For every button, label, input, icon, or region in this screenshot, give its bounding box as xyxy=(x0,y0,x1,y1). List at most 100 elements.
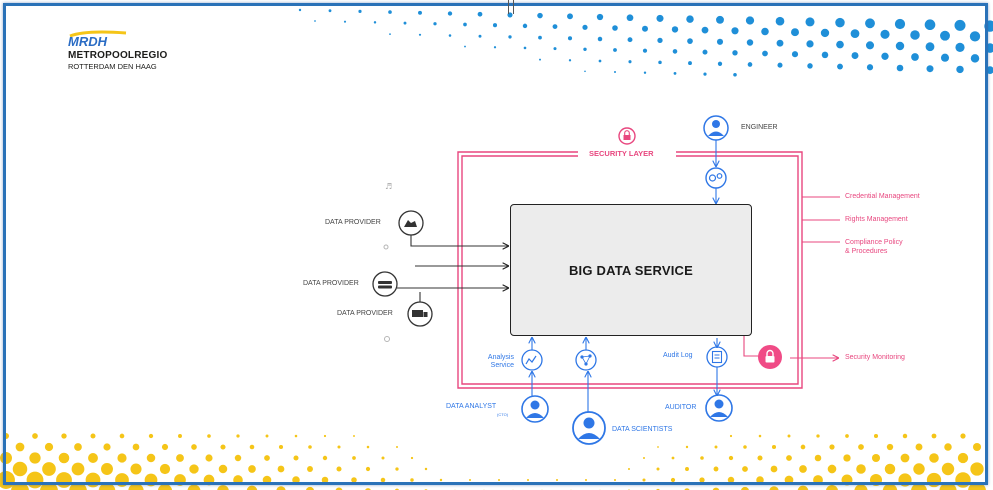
dot xyxy=(741,486,749,490)
gears-icon xyxy=(705,167,727,189)
dot xyxy=(642,456,646,460)
dot xyxy=(816,434,820,438)
mrdh-logo: MRDH xyxy=(68,30,127,48)
dot xyxy=(716,38,724,45)
dot xyxy=(880,29,890,39)
dot xyxy=(820,28,830,38)
dot xyxy=(555,478,559,482)
data-analyst-label: DATA ANALYST xyxy=(446,403,497,410)
dot xyxy=(915,443,923,451)
dot xyxy=(308,445,312,449)
dot xyxy=(799,465,807,473)
dot xyxy=(728,455,734,461)
dot xyxy=(205,454,213,462)
dot xyxy=(628,60,632,64)
dot xyxy=(464,45,466,48)
dot xyxy=(294,434,298,438)
dot xyxy=(159,463,171,475)
dot xyxy=(61,433,67,439)
dot xyxy=(733,73,737,77)
dot xyxy=(731,27,739,35)
dot xyxy=(658,60,662,65)
dot xyxy=(865,18,875,29)
dot xyxy=(791,28,799,37)
dot xyxy=(337,445,341,449)
dot xyxy=(314,20,316,22)
dot xyxy=(373,21,377,24)
dot xyxy=(117,453,127,463)
dot xyxy=(322,455,328,461)
dot xyxy=(538,35,542,40)
dot xyxy=(403,21,407,25)
dot xyxy=(336,466,342,472)
dot xyxy=(191,444,197,450)
dot xyxy=(448,34,452,37)
dot xyxy=(537,12,543,19)
dot xyxy=(132,443,140,451)
dot xyxy=(626,14,634,22)
security-monitoring-label: Security Monitoring xyxy=(845,354,905,361)
logo-title: METROPOOLREGIO xyxy=(68,50,168,61)
lock-icon xyxy=(618,127,636,145)
dot xyxy=(277,465,285,473)
dot xyxy=(293,455,299,461)
dot xyxy=(776,39,784,47)
dot xyxy=(775,16,785,26)
dot xyxy=(176,454,184,462)
dot xyxy=(246,485,258,490)
rights-management-label: Rights Management xyxy=(845,216,908,223)
dot xyxy=(716,15,724,24)
dot xyxy=(598,59,602,63)
dot xyxy=(643,71,647,74)
dot xyxy=(343,20,347,23)
dot xyxy=(686,15,694,23)
dot xyxy=(712,487,720,490)
data-provider-label-1: DATA PROVIDER xyxy=(325,219,381,226)
dot xyxy=(761,27,769,36)
dot xyxy=(900,453,910,463)
dot xyxy=(960,433,966,439)
dot xyxy=(157,483,173,490)
dot xyxy=(187,484,201,490)
dot xyxy=(418,10,422,15)
dot xyxy=(944,443,952,451)
dot xyxy=(746,39,754,46)
dot xyxy=(584,70,586,73)
audit-log-label: Audit Log xyxy=(663,352,693,359)
dot xyxy=(829,444,835,450)
dot xyxy=(851,52,859,60)
dot xyxy=(657,37,663,44)
dot xyxy=(837,63,843,70)
faint-glyphs: ♬ xyxy=(383,182,392,342)
dot xyxy=(656,14,664,22)
dot xyxy=(298,8,302,12)
dot xyxy=(910,30,920,40)
dot xyxy=(71,462,85,476)
dot xyxy=(806,40,814,48)
dot xyxy=(729,434,733,438)
dot xyxy=(321,476,329,484)
dot xyxy=(871,453,881,463)
dot xyxy=(410,478,414,482)
dot xyxy=(276,486,286,490)
dot xyxy=(161,443,169,451)
dot xyxy=(787,434,791,438)
dot xyxy=(29,452,41,464)
dot xyxy=(671,456,675,460)
dot xyxy=(656,467,660,471)
dot xyxy=(685,445,689,449)
dot xyxy=(146,453,156,463)
dot xyxy=(956,65,964,74)
big-data-service-label: BIG DATA SERVICE xyxy=(568,262,694,278)
data-scientists-label: DATA SCIENTISTS xyxy=(612,426,673,433)
dot xyxy=(395,445,399,449)
dot xyxy=(642,478,646,482)
dot xyxy=(612,25,618,31)
dot xyxy=(742,466,748,472)
dot xyxy=(433,22,437,26)
dot xyxy=(972,442,982,452)
dot xyxy=(843,454,851,462)
dot xyxy=(597,36,603,42)
dot xyxy=(358,9,362,13)
dot xyxy=(743,445,747,449)
